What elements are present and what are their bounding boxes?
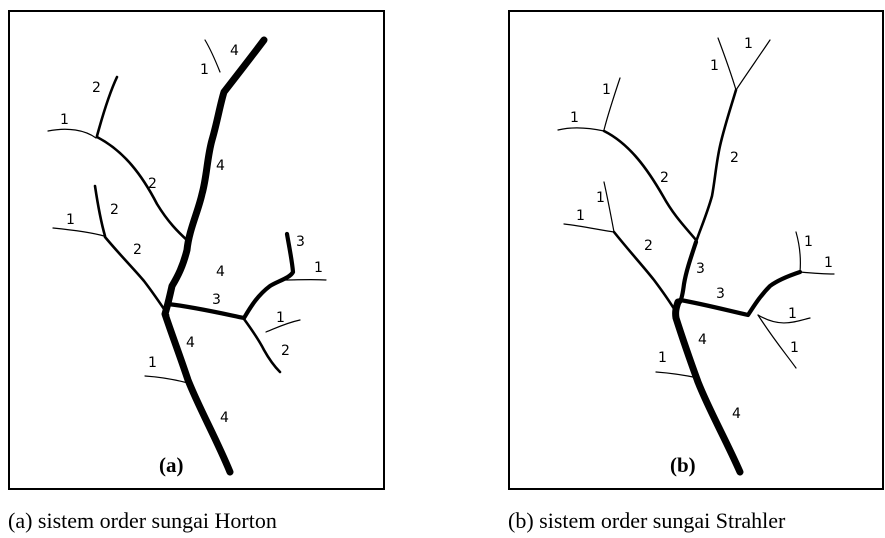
stream-segment xyxy=(677,239,699,305)
stream-order-label: 1 xyxy=(576,208,585,224)
stream-order-label: 2 xyxy=(281,343,290,359)
stream-segment xyxy=(602,129,698,242)
caption-strahler: (b) sistem order sungai Strahler xyxy=(508,508,786,533)
horton-diagram-panel: 4 1 2 1 2 4 1 2 2 3 1 4 3 1 2 4 1 4 (a) xyxy=(8,10,385,490)
stream-order-label: 2 xyxy=(730,150,739,166)
stream-segment xyxy=(717,37,737,91)
stream-main-order-4 xyxy=(672,298,744,476)
stream-segment xyxy=(735,39,771,91)
stream-segment xyxy=(242,317,282,374)
stream-segment xyxy=(47,128,97,139)
stream-order-label: 4 xyxy=(220,410,229,426)
stream-order-label: 2 xyxy=(133,242,142,258)
stream-order-label: 4 xyxy=(216,158,225,174)
caption-horton: (a) sistem order sungai Horton xyxy=(8,508,277,533)
stream-segment xyxy=(93,184,107,238)
strahler-stream-network: 1 1 1 1 2 2 1 1 2 1 1 3 3 1 1 4 1 4 (b) xyxy=(508,10,884,490)
stream-segment xyxy=(144,375,189,384)
stream-order-label: 3 xyxy=(716,286,725,302)
stream-segment xyxy=(799,271,835,275)
stream-order-label: 1 xyxy=(824,255,833,271)
stream-order-label: 4 xyxy=(216,264,225,280)
stream-order-label: 2 xyxy=(660,170,669,186)
stream-order-label: 1 xyxy=(66,212,75,228)
stream-segment xyxy=(603,77,621,131)
stream-order-label: 1 xyxy=(276,310,285,326)
stream-segment xyxy=(52,227,105,237)
stream-order-label: 1 xyxy=(790,340,799,356)
stream-order-label: 1 xyxy=(744,36,753,52)
stream-order-label: 1 xyxy=(200,62,209,78)
stream-order-label: 1 xyxy=(148,355,157,371)
panel-frame xyxy=(8,10,385,490)
stream-order-label: 2 xyxy=(148,176,157,192)
stream-order-label: 3 xyxy=(696,261,705,277)
stream-order-label: 1 xyxy=(570,110,579,126)
stream-segment xyxy=(694,88,738,244)
stream-order-label: 1 xyxy=(602,82,611,98)
stream-segment xyxy=(757,314,797,369)
stream-order-label: 4 xyxy=(698,332,707,348)
stream-order-label: 3 xyxy=(212,292,221,308)
panel-tag: (b) xyxy=(670,453,696,477)
stream-order-label: 1 xyxy=(60,112,69,128)
stream-order-label: 1 xyxy=(804,234,813,250)
stream-segment xyxy=(677,269,803,318)
panel-frame xyxy=(508,10,884,490)
strahler-diagram-panel: 1 1 1 1 2 2 1 1 2 1 1 3 3 1 1 4 1 4 (b) xyxy=(508,10,884,490)
stream-segment xyxy=(95,135,190,243)
panel-tag: (a) xyxy=(159,453,184,477)
stream-order-label: 4 xyxy=(732,406,741,422)
stream-main-order-4 xyxy=(161,36,268,476)
stream-order-label: 1 xyxy=(314,260,323,276)
stream-segment xyxy=(563,223,615,233)
stream-order-label: 1 xyxy=(658,350,667,366)
stream-segment xyxy=(265,319,301,333)
stream-order-label: 1 xyxy=(788,306,797,322)
stream-segment xyxy=(795,231,801,273)
horton-stream-network: 4 1 2 1 2 4 1 2 2 3 1 4 3 1 2 4 1 4 (a) xyxy=(8,10,385,490)
stream-segment xyxy=(612,230,678,314)
stream-segment xyxy=(757,314,811,324)
stream-segment xyxy=(204,39,221,73)
stream-order-label: 1 xyxy=(710,58,719,74)
stream-order-label: 2 xyxy=(644,238,653,254)
stream-segment xyxy=(103,235,170,317)
stream-order-label: 4 xyxy=(186,335,195,351)
stream-segment xyxy=(603,181,615,233)
stream-segment xyxy=(557,127,605,132)
stream-order-label: 1 xyxy=(596,190,605,206)
stream-segment xyxy=(165,231,296,321)
stream-order-label: 3 xyxy=(296,234,305,250)
stream-order-label: 4 xyxy=(230,43,239,59)
stream-order-label: 2 xyxy=(92,80,101,96)
stream-segment xyxy=(95,75,119,138)
stream-order-label: 2 xyxy=(110,202,119,218)
